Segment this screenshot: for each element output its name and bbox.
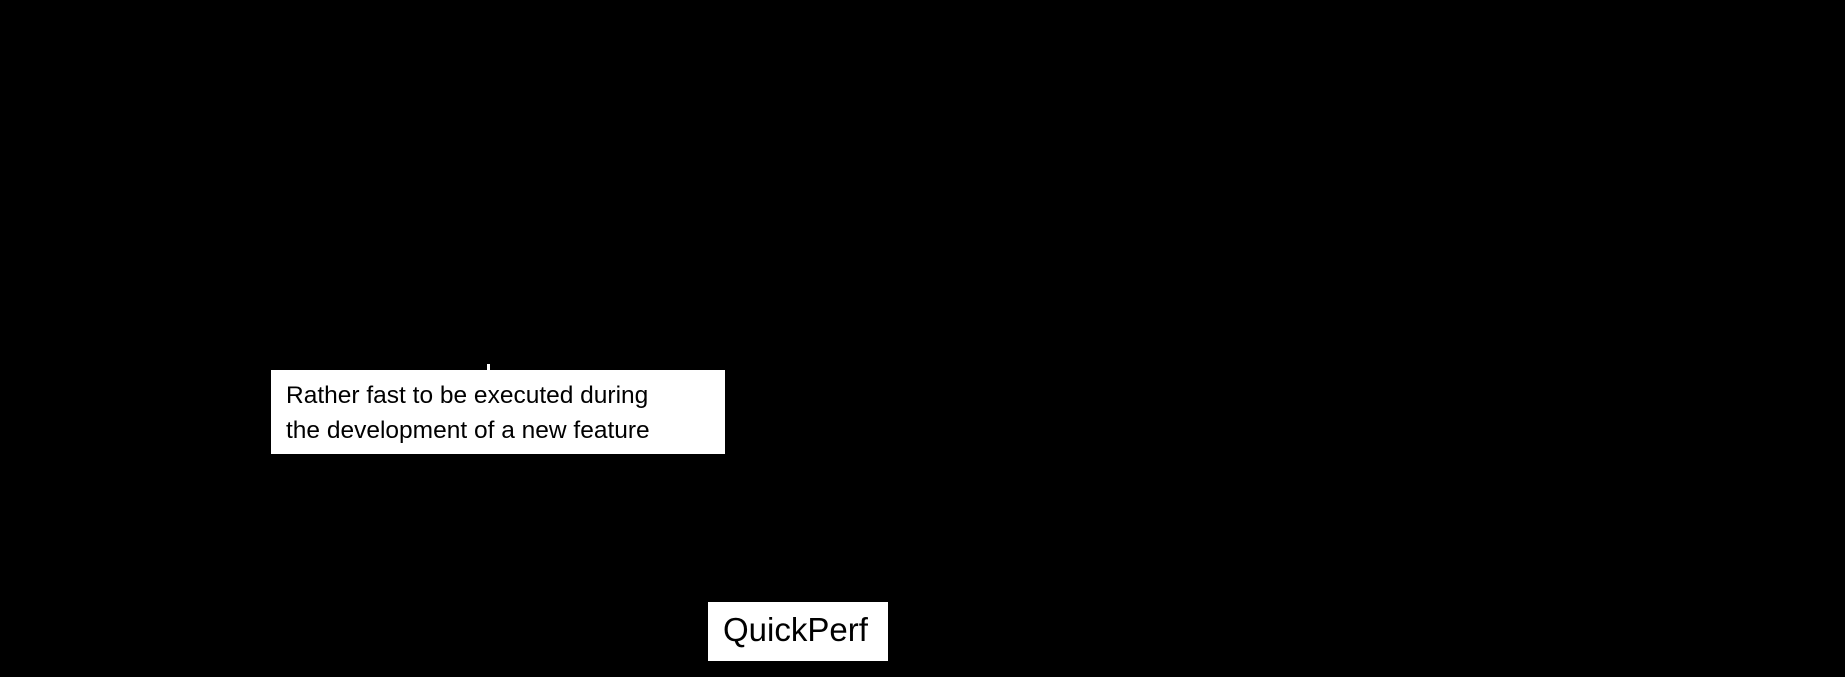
clipped-text-fragment	[487, 364, 490, 370]
quickperf-box: QuickPerf	[708, 602, 888, 661]
description-box: Rather fast to be executed during the de…	[271, 370, 725, 454]
quickperf-label: QuickPerf	[723, 611, 868, 648]
description-line-2: the development of a new feature	[286, 417, 650, 444]
description-line-1: Rather fast to be executed during	[286, 382, 649, 409]
